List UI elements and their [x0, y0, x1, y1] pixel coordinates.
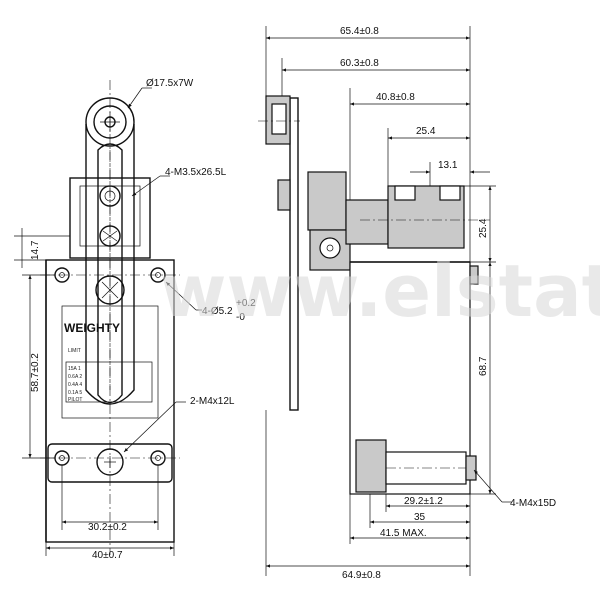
conduit-dim-label: 4-M4x15D — [510, 498, 556, 509]
roller-dim-label: Ø17.5x7W — [146, 78, 194, 89]
head-top — [345, 199, 389, 245]
dim-35: 35 — [414, 512, 426, 523]
dim-58-7: 58.7±0.2 — [30, 353, 41, 392]
dim-40-8: 40.8±0.8 — [376, 92, 415, 103]
mount-screw-dim-label: 2-M4x12L — [190, 396, 235, 407]
dim-41-5: 41.5 MAX. — [380, 528, 427, 539]
head-cap — [387, 185, 465, 249]
side-view: 65.4±0.8 60.3±0.8 40.8±0.8 25.4 13.1 25.… — [258, 26, 556, 581]
dim-68-7: 68.7 — [478, 356, 489, 376]
bottom-screw — [355, 439, 387, 493]
label-line-6: PILOT — [68, 397, 82, 403]
lever-plate — [289, 97, 299, 411]
front-view: WEIGHTY LIMIT 15A 1 0.6A 2 0.4A 4 0.1A 5… — [14, 78, 256, 561]
label-line-5: 0.1A 5 — [68, 390, 82, 396]
dim-40: 40±0.7 — [92, 550, 123, 561]
watermark: www.elstat.pl — [160, 249, 600, 333]
hole-tol-plus: +0.2 — [236, 298, 256, 309]
label-brand: WEIGHTY — [64, 321, 120, 335]
hole-dim-label: 4-Ø5.2 — [202, 306, 233, 317]
dim-13-1: 13.1 — [438, 160, 458, 171]
dim-30-2: 30.2±0.2 — [88, 522, 127, 533]
label-line-1: LIMIT — [68, 348, 81, 354]
hole-tol-minus: -0 — [236, 312, 245, 323]
dim-64-9: 64.9±0.8 — [342, 570, 381, 581]
head-block — [307, 171, 347, 231]
dim-65-4: 65.4±0.8 — [340, 26, 379, 37]
dim-60-3: 60.3±0.8 — [340, 58, 379, 69]
dim-25-4-vertical: 25.4 — [478, 218, 489, 238]
pivot-nut — [277, 179, 291, 211]
label-line-3: 0.6A 2 — [68, 374, 82, 380]
dim-29-2: 29.2±1.2 — [404, 496, 443, 507]
dim-25-4-horizontal: 25.4 — [416, 126, 436, 137]
pivot-hole — [319, 237, 341, 259]
label-line-2: 15A 1 — [68, 366, 81, 372]
screw-dim-label: 4-M3.5x26.5L — [165, 167, 227, 178]
label-line-4: 0.4A 4 — [68, 382, 82, 388]
dim-14-7: 14.7 — [30, 240, 41, 260]
